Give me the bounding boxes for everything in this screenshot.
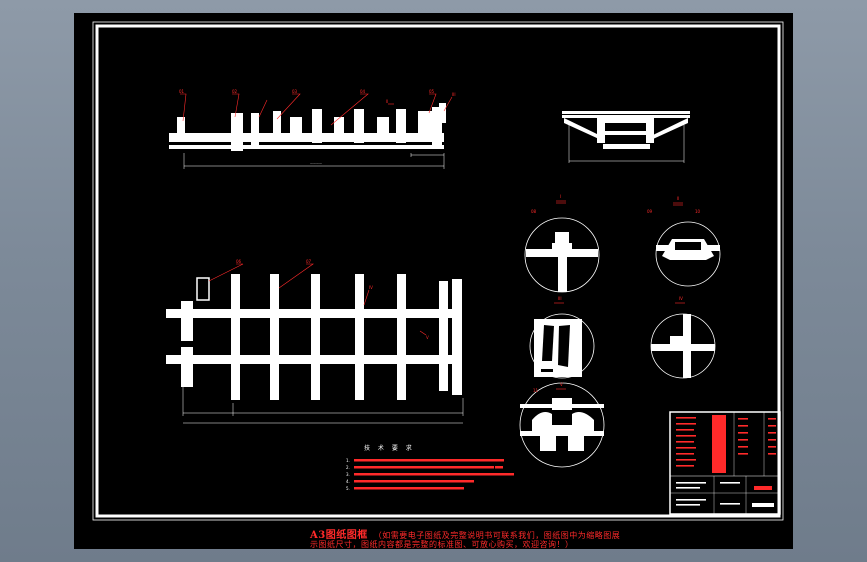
inner-frame: [95, 24, 781, 518]
notes-lines: [354, 459, 514, 490]
svg-text:07: 07: [306, 259, 312, 264]
plan-leaders: [208, 263, 427, 336]
svg-text:02: 02: [232, 89, 238, 94]
svg-text:11: 11: [533, 388, 539, 393]
footer-line-1: A3图纸图框 （如需要电子图纸及完整说明书可联系我们，图纸图中为缩略图展: [310, 526, 620, 541]
svg-text:06: 06: [236, 259, 242, 264]
svg-text:03: 03: [292, 89, 298, 94]
svg-text:04: 04: [360, 89, 366, 94]
note-item: 3.: [346, 472, 350, 477]
svg-text:II: II: [386, 99, 388, 104]
svg-text:III: III: [452, 92, 456, 97]
side-view: [562, 111, 690, 163]
svg-text:V: V: [426, 335, 429, 340]
plan-view: [166, 274, 464, 424]
front-leaders: [180, 93, 453, 126]
svg-text:IV: IV: [369, 285, 373, 290]
svg-text:II: II: [677, 196, 679, 201]
footer-text-2: 示图纸尺寸，图纸内容都是完整的标准图、可放心购买，欢迎咨询！）: [310, 540, 574, 549]
title-block: [669, 411, 781, 515]
note-item: 5.: [346, 486, 350, 491]
outer-frame: [92, 21, 784, 521]
front-labels: 01 02 03 04 II 05 III: [179, 89, 456, 104]
notes-heading: 技 术 要 求: [364, 445, 415, 452]
note-item: 4.: [346, 479, 350, 484]
detail-IV: [650, 313, 716, 379]
svg-text:10: 10: [695, 209, 701, 214]
note-item: 1.: [346, 458, 350, 463]
svg-text:08: 08: [531, 209, 537, 214]
svg-text:IV: IV: [679, 296, 683, 301]
svg-text:V: V: [560, 382, 563, 387]
detail-V: [519, 382, 605, 468]
svg-text:————: ————: [310, 161, 322, 165]
front-elevation: ————: [169, 103, 446, 169]
footer-line-2: 示图纸尺寸，图纸内容都是完整的标准图、可放心购买，欢迎咨询！）: [310, 539, 574, 550]
detail-II: [655, 221, 721, 287]
detail-I: [524, 217, 600, 293]
plan-labels: 06 07 IV V: [236, 259, 429, 340]
svg-text:09: 09: [647, 209, 653, 214]
detail-ticks: [554, 200, 685, 390]
svg-text:I: I: [560, 194, 561, 199]
note-item: 2.: [346, 465, 350, 470]
footer-text-1: （如需要电子图纸及完整说明书可联系我们，图纸图中为缩略图展: [373, 531, 621, 540]
notes-list: 1. 2. 3. 4. 5.: [346, 457, 350, 492]
detail-III: [529, 313, 595, 379]
footer-title: A3图纸图框: [310, 530, 368, 541]
svg-text:III: III: [558, 296, 562, 301]
svg-text:01: 01: [179, 89, 185, 94]
svg-text:05: 05: [429, 89, 435, 94]
